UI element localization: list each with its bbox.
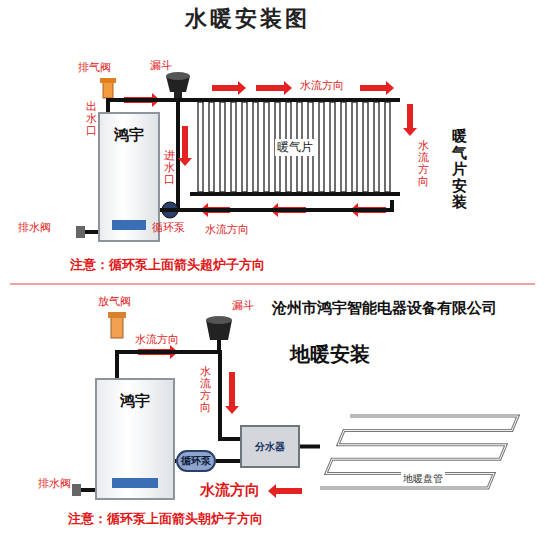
flow-arrow	[212, 81, 246, 95]
nameplate	[112, 220, 147, 230]
label: 水流方向	[205, 224, 249, 237]
label: 进水口	[164, 150, 175, 186]
label: 注意：循环泵上面箭头朝炉子方向	[68, 512, 263, 527]
label: 水流方向	[200, 366, 211, 414]
drain-pipe	[80, 488, 95, 492]
fin	[385, 102, 390, 192]
node-text: 分水器	[255, 440, 285, 454]
fin	[330, 102, 335, 192]
node-text: 鸿宇	[114, 126, 144, 145]
label: 地暖安装	[290, 343, 370, 366]
fin	[231, 102, 236, 192]
fin	[319, 102, 324, 192]
manifold: 分水器	[240, 425, 300, 468]
label: 水流方向	[200, 482, 260, 499]
coil-pipe	[320, 416, 518, 488]
diagram-title: 水暖安装图	[185, 6, 310, 31]
pipe	[108, 100, 190, 112]
label: 注意：循环泵上面箭头超炉子方向	[70, 258, 265, 273]
flow-arrow	[268, 484, 302, 498]
label: 水流方向	[300, 80, 344, 93]
drain-pipe	[84, 230, 98, 234]
fin	[297, 102, 302, 192]
fin	[209, 102, 214, 192]
label: 水流方向	[418, 140, 429, 188]
funnel-pipe	[176, 96, 180, 210]
fin	[341, 102, 346, 192]
node-text: 地暖盘管	[401, 472, 445, 486]
fin	[352, 102, 357, 192]
label: 漏斗	[232, 300, 254, 313]
drain-valve	[76, 226, 85, 238]
exhaust-valve-cap	[100, 78, 116, 83]
label: 沧州市鸿宇智能电器设备有限公司	[272, 300, 497, 317]
label: 暖气片安装	[452, 128, 467, 211]
fin	[374, 102, 379, 192]
label: 出水口	[86, 101, 97, 137]
pipe	[160, 200, 392, 210]
label: 排气阀	[78, 62, 111, 75]
boiler: 鸿宇	[98, 112, 160, 242]
node-text: 循环泵	[181, 454, 211, 468]
flow-arrow	[178, 126, 192, 166]
flow-arrow	[225, 372, 239, 414]
label: 放气阀	[98, 296, 131, 309]
nameplate	[112, 478, 158, 488]
fin	[286, 102, 291, 192]
circulation-pump: 循环泵	[176, 450, 216, 472]
funnel-top	[166, 72, 190, 80]
fin	[198, 102, 203, 192]
fin	[308, 102, 313, 192]
pipe	[216, 459, 240, 463]
label: 循环泵	[152, 222, 185, 235]
node-text: 暖气片	[275, 139, 315, 156]
label: 排水阀	[38, 478, 71, 491]
air-valve-cap	[108, 312, 126, 318]
flow-arrow	[403, 104, 417, 136]
pipe	[300, 445, 320, 449]
label: 排水阀	[18, 222, 51, 235]
fin	[275, 102, 280, 192]
fin	[220, 102, 225, 192]
fin	[363, 102, 368, 192]
funnel-top	[206, 316, 232, 324]
radiator: 暖气片	[190, 94, 400, 200]
flow-arrow	[360, 81, 394, 95]
label: 漏斗	[150, 60, 172, 73]
floor-heating-coil: 地暖盘管	[318, 410, 528, 494]
separator	[10, 283, 535, 285]
label: 水流方向	[135, 334, 179, 347]
drain-valve	[72, 484, 81, 496]
boiler: 鸿宇	[95, 378, 175, 500]
fin	[242, 102, 247, 192]
coil-pipe-core	[320, 416, 518, 488]
fin	[253, 102, 258, 192]
node-text: 鸿宇	[120, 392, 150, 411]
flow-arrow	[256, 81, 292, 95]
fin	[264, 102, 269, 192]
